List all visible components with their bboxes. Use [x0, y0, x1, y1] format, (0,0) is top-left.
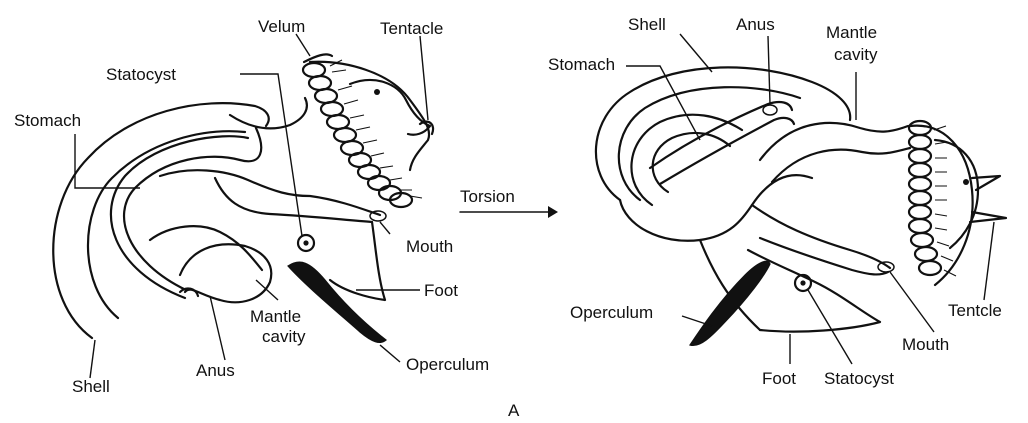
label-shell-right: Shell — [628, 15, 666, 34]
pre-torsion-larva: Velum Tentacle Statocyst Stomach Mouth F… — [14, 17, 489, 396]
right-intestine-upper — [650, 102, 792, 168]
label-shell-left: Shell — [72, 377, 110, 396]
label-stomach-left: Stomach — [14, 111, 81, 130]
left-stomach-wall — [160, 170, 380, 215]
left-foot-outline — [330, 222, 385, 300]
left-eye-icon — [374, 89, 380, 95]
left-leader-lines — [75, 34, 428, 378]
label-operculum-left: Operculum — [406, 355, 489, 374]
left-esophagus — [215, 178, 372, 222]
right-mantle-inner — [772, 148, 910, 182]
label-foot-right: Foot — [762, 369, 796, 388]
right-statocyst-core — [800, 280, 805, 285]
label-cavity-right: cavity — [834, 45, 878, 64]
right-anus-opening — [763, 105, 777, 115]
label-foot-left: Foot — [424, 281, 458, 300]
left-head — [350, 80, 430, 135]
label-mantle-left: Mantle — [250, 307, 301, 326]
right-eye-icon — [963, 179, 969, 185]
label-tentacle-left: Tentacle — [380, 19, 443, 38]
right-tentacle-lower — [970, 212, 1006, 222]
label-tentacle-right: Tentcle — [948, 301, 1002, 320]
left-statocyst-core — [303, 240, 308, 245]
label-stomach-right: Stomach — [548, 55, 615, 74]
label-torsion: Torsion — [460, 187, 515, 206]
panel-letter: A — [508, 401, 520, 420]
right-lower-coil — [620, 175, 812, 241]
left-mantle-cavity — [180, 244, 271, 302]
left-mouth-opening — [370, 211, 386, 221]
torsion-arrow-head — [548, 206, 558, 218]
label-anus-right: Anus — [736, 15, 775, 34]
post-torsion-larva: Shell Anus Mantle cavity Stomach Opercul… — [548, 15, 1006, 388]
right-stomach-loop-outer — [631, 115, 742, 205]
torsion-arrow: Torsion — [460, 187, 558, 218]
label-velum-left: Velum — [258, 17, 305, 36]
label-anus-left: Anus — [196, 361, 235, 380]
label-statocyst-left: Statocyst — [106, 65, 176, 84]
right-gut-to-mouth — [752, 205, 890, 268]
right-leader-lines — [626, 34, 994, 364]
label-mouth-left: Mouth — [406, 237, 453, 256]
label-operculum-right: Operculum — [570, 303, 653, 322]
label-cavity-left: cavity — [262, 327, 306, 346]
label-statocyst-right: Statocyst — [824, 369, 894, 388]
right-mouth-opening — [878, 262, 894, 272]
label-mouth-right: Mouth — [902, 335, 949, 354]
right-tentacle-upper — [972, 176, 1000, 190]
right-intestine-lower — [660, 118, 794, 184]
right-mantle-cavity — [760, 123, 908, 160]
right-operculum — [690, 261, 770, 345]
label-mantle-right: Mantle — [826, 23, 877, 42]
